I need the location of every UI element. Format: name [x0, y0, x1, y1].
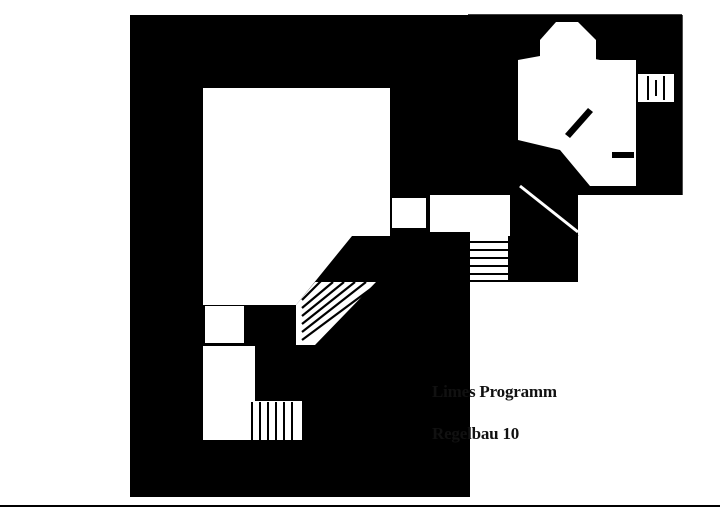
tread: [301, 281, 367, 333]
drawing-caption-program: Limes Programm: [432, 382, 557, 401]
corridor-diagonal: [509, 187, 579, 237]
step-detail: [612, 152, 634, 158]
stair-flight-bottom: [245, 401, 302, 440]
drawing-caption-type: Regelbau 10: [432, 424, 520, 443]
turret-diagonal: [519, 184, 579, 234]
diagonal-stair-treads: [301, 279, 373, 341]
tread: [301, 281, 345, 317]
embrasure-fins: [647, 76, 665, 100]
turret-details: [565, 108, 634, 158]
bottom-stair-treads: [251, 402, 293, 440]
entry-room: [430, 195, 510, 236]
right-stair-treads: [470, 241, 508, 275]
rooms: [203, 22, 674, 440]
tread: [301, 279, 323, 301]
turret-top: [540, 22, 596, 60]
main-room: [203, 88, 390, 305]
niche-left: [205, 306, 244, 343]
periscope-shaft: [565, 108, 593, 138]
bottom-border: [0, 505, 720, 507]
tread: [301, 281, 356, 325]
turret-room: [518, 34, 636, 186]
small-chamber: [392, 198, 426, 228]
tread: [301, 281, 334, 309]
outline-lines: [467, 14, 683, 237]
tread: [301, 287, 373, 341]
